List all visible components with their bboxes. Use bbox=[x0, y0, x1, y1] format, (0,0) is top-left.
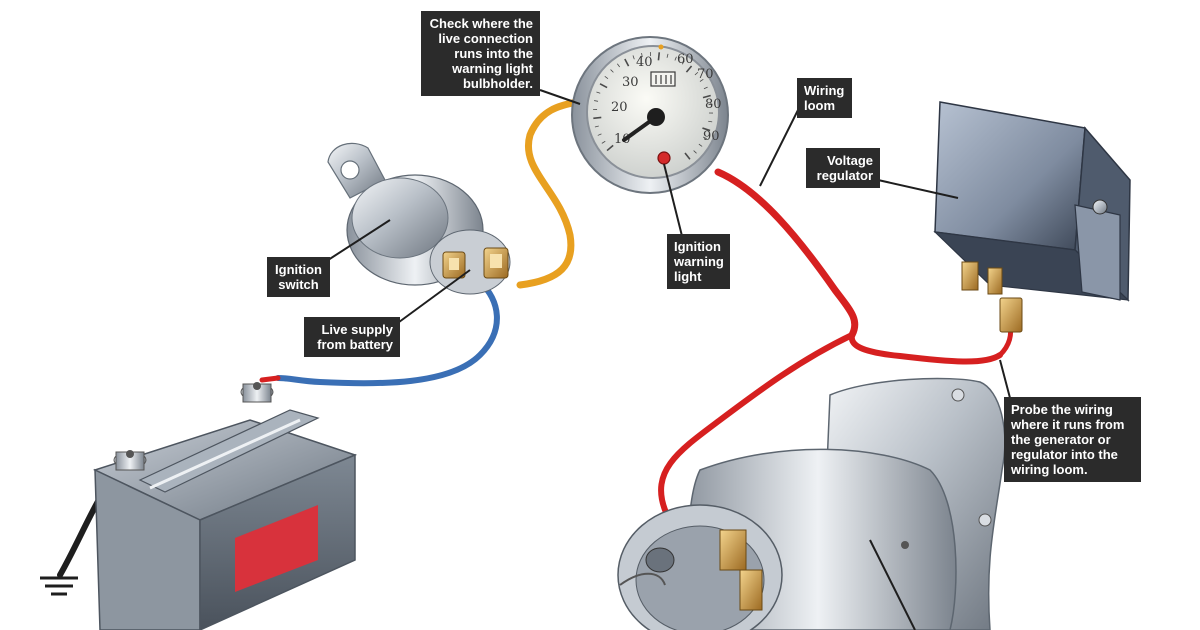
callout-ignition-warning-light: Ignition warning light bbox=[667, 234, 730, 289]
generator bbox=[617, 377, 1006, 630]
dial-ticks bbox=[593, 52, 713, 160]
dial-number-40: 40 bbox=[636, 55, 653, 70]
callout-voltage-regulator: Voltage regulator bbox=[806, 148, 880, 188]
dial-indicator-dot bbox=[658, 44, 664, 50]
callout-bulbholder: Check where the live connection runs int… bbox=[421, 11, 540, 96]
dial-tick bbox=[702, 127, 711, 132]
needle-hub bbox=[647, 108, 665, 126]
dial-number-60: 60 bbox=[677, 52, 694, 67]
warning-lamp bbox=[657, 151, 671, 165]
dial-tick bbox=[693, 150, 697, 154]
battery-positive-terminal bbox=[240, 382, 274, 403]
callout-live-supply: Live supply from battery bbox=[304, 317, 400, 357]
dial-tick bbox=[681, 60, 685, 65]
dial-tick bbox=[674, 56, 677, 61]
dial-number-30: 30 bbox=[622, 75, 639, 90]
leader-probe-wiring bbox=[999, 359, 1011, 399]
dial-tick bbox=[703, 86, 708, 90]
dial-tick bbox=[616, 63, 621, 68]
leader-wiring-loom bbox=[759, 105, 801, 187]
odometer bbox=[650, 71, 676, 87]
leader-live-supply bbox=[394, 269, 471, 326]
dial-number-70: 70 bbox=[697, 67, 714, 82]
switch-terminal-left bbox=[442, 251, 466, 279]
live-feed-wire bbox=[516, 98, 582, 289]
dial-tick bbox=[624, 58, 630, 67]
dial-tick bbox=[599, 83, 608, 89]
regulator-mounting-bracket bbox=[1074, 199, 1121, 301]
dial-tick bbox=[657, 52, 661, 61]
callout-wiring-loom: Wiring loom bbox=[797, 78, 852, 118]
generator-terminal bbox=[719, 529, 747, 571]
voltage-regulator bbox=[933, 101, 1131, 333]
leader-generator bbox=[869, 539, 916, 630]
leader-warning-light bbox=[663, 163, 683, 237]
dial-tick bbox=[597, 133, 602, 136]
dial-tick bbox=[708, 103, 713, 106]
dial-tick bbox=[702, 136, 707, 140]
ignition-switch bbox=[327, 142, 511, 295]
dial-tick bbox=[685, 65, 693, 73]
leader-voltage-regulator bbox=[877, 179, 959, 199]
dial-tick bbox=[694, 71, 699, 76]
dial-tick bbox=[684, 152, 691, 160]
dial-tick bbox=[666, 53, 669, 58]
dial-tick bbox=[610, 69, 614, 73]
dial-number-20: 20 bbox=[611, 100, 628, 115]
generator-body-screw bbox=[901, 541, 909, 549]
dial-tick bbox=[632, 55, 635, 60]
dial-number-80: 80 bbox=[705, 97, 722, 112]
dial-tick bbox=[594, 100, 599, 102]
callout-ignition-switch: Ignition switch bbox=[267, 257, 330, 297]
dial-number-90: 90 bbox=[703, 129, 720, 144]
dial-tick bbox=[708, 120, 713, 123]
speedometer-gauge: 10 20 30 40 60 70 80 90 bbox=[571, 36, 729, 194]
regulator-terminals bbox=[961, 261, 1023, 333]
dial-tick bbox=[601, 140, 606, 144]
dial-tick bbox=[699, 78, 704, 82]
leader-ignition-switch bbox=[324, 219, 391, 263]
dial-tick bbox=[698, 143, 703, 147]
dial-tick bbox=[606, 144, 614, 152]
dial-tick bbox=[604, 75, 609, 80]
switch-terminal-right bbox=[483, 247, 509, 279]
dial-tick bbox=[594, 125, 599, 128]
battery-supply-wire bbox=[259, 279, 500, 387]
dial-tick bbox=[596, 91, 601, 94]
battery-negative-terminal bbox=[113, 450, 147, 471]
leader-lines bbox=[324, 89, 1011, 630]
callout-probe-wiring: Probe the wiring where it runs from the … bbox=[1004, 397, 1141, 482]
dial-tick bbox=[593, 116, 602, 120]
dial-tick bbox=[702, 94, 711, 99]
dial-tick bbox=[641, 53, 643, 58]
leader-bulbholder bbox=[539, 89, 581, 105]
battery bbox=[92, 382, 358, 630]
generator-end-plate bbox=[617, 504, 783, 630]
